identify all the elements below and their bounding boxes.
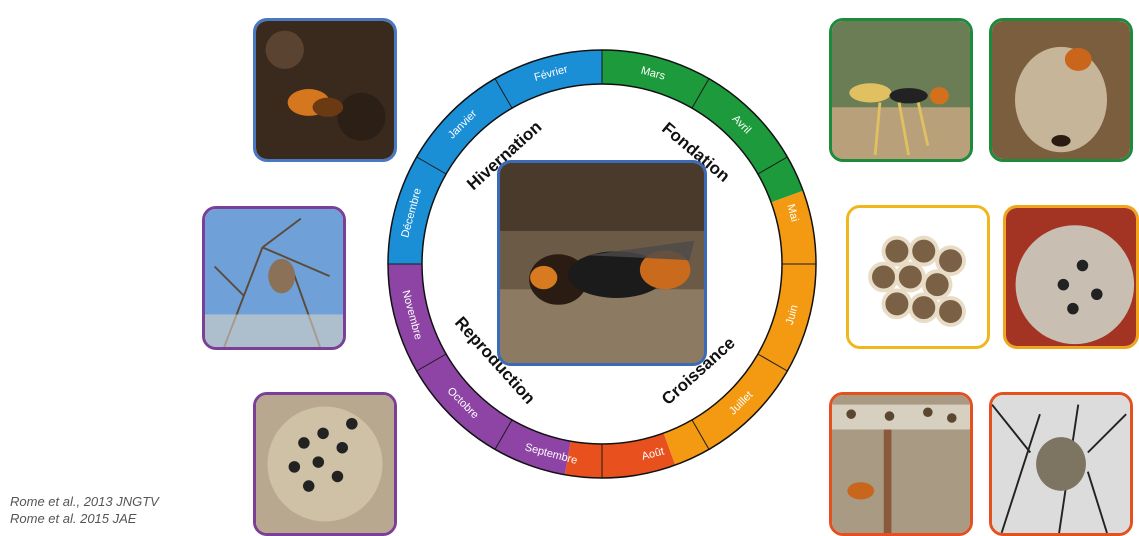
queen-hornet-photo — [829, 18, 973, 162]
embryo-nest-photo — [989, 18, 1133, 162]
references: Rome et al., 2013 JNGTV Rome et al. 2015… — [10, 493, 159, 527]
hornet-hunting-bees-photo — [829, 392, 973, 536]
reference-1: Rome et al., 2013 JNGTV — [10, 493, 159, 510]
nest-with-hornets-photo — [253, 392, 397, 536]
reference-2: Rome et al. 2015 JAE — [10, 510, 159, 527]
hibernation-queen-photo — [253, 18, 397, 162]
comb-cells-photo — [846, 205, 990, 349]
center-hornet-photo — [497, 160, 707, 366]
winter-nest-photo — [989, 392, 1133, 536]
tree-nest-photo — [202, 206, 346, 350]
nest-interior-photo — [1003, 205, 1139, 349]
